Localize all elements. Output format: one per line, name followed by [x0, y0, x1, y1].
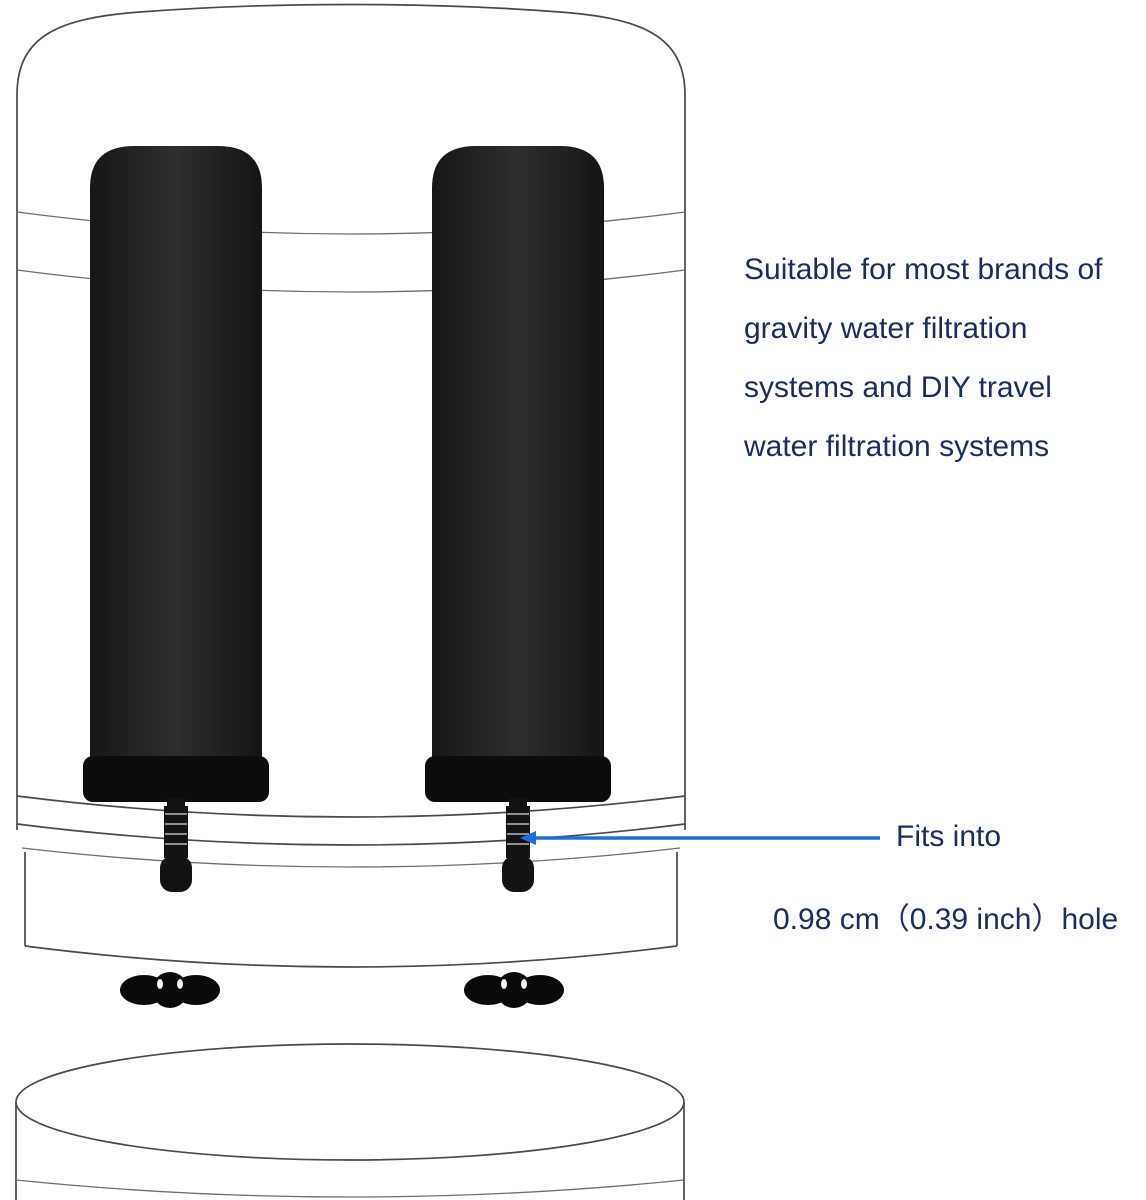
suitability-note-line: systems and DIY travel — [744, 371, 1052, 404]
hole-size-label: 0.98 cm（0.39 inch）hole — [773, 903, 1119, 936]
suitability-note-line: water filtration systems — [744, 430, 1050, 463]
filter-mount-base-right — [425, 756, 611, 802]
wing-nut-right — [464, 972, 564, 1008]
suitability-note: Suitable for most brands of gravity wate… — [744, 240, 1103, 476]
wing-nut-left — [120, 972, 220, 1008]
pointer-arrow-icon — [520, 831, 536, 845]
threaded-stem-left — [160, 798, 192, 892]
fits-into-label: Fits into — [896, 820, 1002, 853]
suitability-note-line: Suitable for most brands of — [744, 253, 1103, 286]
suitability-note-line: gravity water filtration — [744, 312, 1028, 345]
pointer-callout — [520, 831, 880, 845]
filter-element-right — [425, 146, 611, 892]
threaded-stem-right — [502, 798, 534, 892]
base-skirt — [24, 852, 678, 968]
filter-plate-line — [16, 795, 686, 818]
filter-element-left — [83, 146, 269, 892]
filter-mount-base-left — [83, 756, 269, 802]
lower-chamber-outline — [15, 1043, 685, 1200]
